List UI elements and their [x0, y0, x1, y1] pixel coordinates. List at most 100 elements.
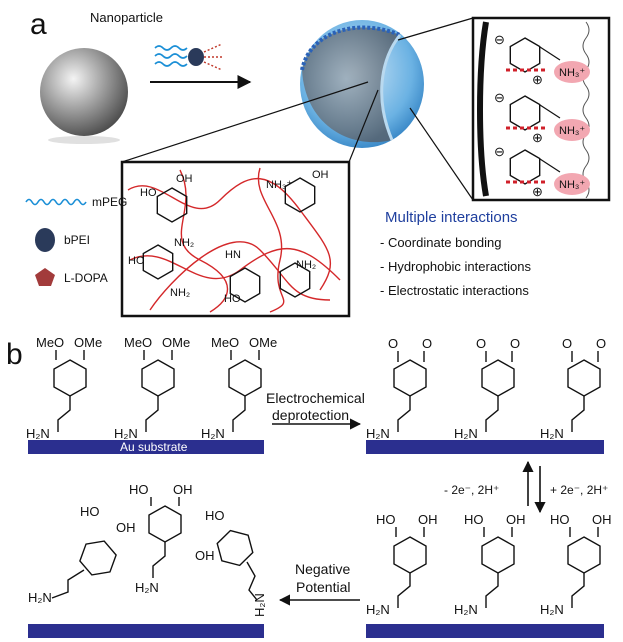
- zoom-line: [348, 89, 379, 163]
- legend-label-bpei: bPEI: [64, 233, 90, 247]
- zoom-line: [121, 81, 369, 163]
- hydroxyl-label: HO: [464, 512, 484, 527]
- protected-molecule: MeO OMe H₂N: [114, 335, 190, 441]
- interaction-zoom-box: ⊖ NH₃⁺ ⊕ ⊖ NH₃⁺ ⊕ ⊖ NH₃⁺ ⊕: [471, 16, 611, 202]
- nanoparticle-sphere: [40, 48, 128, 136]
- methoxy-label: MeO: [124, 335, 152, 350]
- ammonium-label: NH₃⁺: [266, 179, 292, 191]
- amine-label: H₂N: [135, 580, 159, 595]
- interaction-item: - Hydrophobic interactions: [380, 259, 532, 274]
- amine-label: H₂N: [454, 426, 478, 441]
- hydroxyl-label: HO: [128, 255, 145, 267]
- sphere-shadow: [48, 136, 120, 144]
- nanoparticle-label: Nanoparticle: [90, 10, 163, 25]
- minus-charge: ⊖: [494, 32, 505, 47]
- interaction-item: - Electrostatic interactions: [380, 283, 529, 298]
- released-molecule: HO OH H₂N: [195, 508, 267, 617]
- oxo-label: O: [388, 336, 398, 351]
- released-molecule: HO OH H₂N: [129, 482, 193, 595]
- oxo-label: O: [562, 336, 572, 351]
- amine-label: H₂N: [201, 426, 225, 441]
- methoxy-label: OMe: [74, 335, 102, 350]
- protected-molecule: MeO OMe H₂N: [26, 335, 102, 441]
- protected-molecule: MeO OMe H₂N: [201, 335, 277, 441]
- amine-label: NH₂: [296, 259, 316, 271]
- hydroxyl-label: OH: [418, 512, 438, 527]
- hydroxyl-label: OH: [195, 548, 215, 563]
- amine-label: H₂N: [26, 426, 50, 441]
- amine-label: NH₂: [170, 287, 190, 299]
- au-substrate: [28, 624, 264, 638]
- catechol-molecule: HO OH H₂N: [540, 512, 612, 617]
- methoxy-label: MeO: [36, 335, 64, 350]
- plus-charge: ⊕: [532, 130, 543, 145]
- legend-label-ldopa: L-DOPA: [64, 271, 108, 285]
- redox-oxidation-label: - 2e⁻, 2H⁺: [444, 483, 499, 497]
- amine-label: H₂N: [366, 426, 390, 441]
- amine-label: NH₂: [174, 237, 194, 249]
- oxo-label: O: [422, 336, 432, 351]
- catechol-molecule: HO OH H₂N: [366, 512, 438, 617]
- hydroxyl-label: HO: [140, 187, 157, 199]
- hydroxyl-label: OH: [592, 512, 612, 527]
- released-molecule: HO OH H₂N: [28, 504, 136, 605]
- hydroxyl-label: OH: [116, 520, 136, 535]
- plus-charge: ⊕: [532, 72, 543, 87]
- au-substrate: [28, 440, 264, 454]
- methoxy-label: OMe: [249, 335, 277, 350]
- methoxy-label: MeO: [211, 335, 239, 350]
- imine-label: HN: [225, 249, 241, 261]
- oxo-label: O: [476, 336, 486, 351]
- panel-a-label: a: [30, 8, 47, 41]
- quinone-molecule: O O H₂N: [366, 336, 432, 441]
- ammonium-label: NH₃⁺: [559, 67, 585, 79]
- interactions-title: Multiple interactions: [385, 209, 518, 226]
- pentagon-icon: [35, 268, 55, 286]
- hydroxyl-label: OH: [506, 512, 526, 527]
- amine-label: H₂N: [540, 426, 564, 441]
- quinone-molecule: O O H₂N: [540, 336, 606, 441]
- zoom-line: [397, 17, 474, 41]
- hydroxyl-label: HO: [205, 508, 225, 523]
- substrate-label: Au substrate: [120, 440, 188, 454]
- step1-label: Electrochemical: [266, 390, 365, 406]
- amine-label: H₂N: [454, 602, 478, 617]
- hydroxyl-label: OH: [173, 482, 193, 497]
- step1-label: deprotection: [272, 407, 349, 423]
- hydroxyl-label: HO: [129, 482, 149, 497]
- step2-label: Potential: [296, 579, 350, 595]
- catechol-molecule: HO OH H₂N: [454, 512, 526, 617]
- plus-charge: ⊕: [532, 184, 543, 199]
- minus-charge: ⊖: [494, 90, 505, 105]
- hydroxyl-label: HO: [224, 293, 241, 305]
- ammonium-label: NH₃⁺: [559, 179, 585, 191]
- amine-label: H₂N: [366, 602, 390, 617]
- amine-label: H₂N: [540, 602, 564, 617]
- step2-label: Negative: [295, 561, 350, 577]
- hydroxyl-label: HO: [376, 512, 396, 527]
- hydroxyl-label: HO: [80, 504, 100, 519]
- ammonium-label: NH₃⁺: [559, 125, 585, 137]
- amine-label: H₂N: [28, 590, 52, 605]
- oxo-label: O: [510, 336, 520, 351]
- au-substrate: [366, 440, 604, 454]
- methoxy-label: OMe: [162, 335, 190, 350]
- interaction-item: - Coordinate bonding: [380, 235, 501, 250]
- oval-icon: [35, 228, 55, 252]
- oxo-label: O: [596, 336, 606, 351]
- au-substrate: [366, 624, 604, 638]
- amine-label: H₂N: [252, 593, 267, 617]
- zoom-line: [409, 107, 474, 201]
- wave-icon: [25, 198, 87, 206]
- polymer-network-box: HO OH NH₃⁺ OH NH₂ HO HN NH₂ NH₂ HO: [120, 160, 351, 318]
- legend-label-mpeg: mPEG: [92, 195, 127, 209]
- hydroxyl-label: OH: [176, 173, 193, 185]
- hydroxyl-label: HO: [550, 512, 570, 527]
- panel-b-label: b: [6, 338, 23, 371]
- minus-charge: ⊖: [494, 144, 505, 159]
- legend: mPEG bPEI L-DOPA: [25, 195, 127, 286]
- amine-label: H₂N: [114, 426, 138, 441]
- redox-reduction-label: + 2e⁻, 2H⁺: [550, 483, 608, 497]
- hydroxyl-label: OH: [312, 169, 329, 181]
